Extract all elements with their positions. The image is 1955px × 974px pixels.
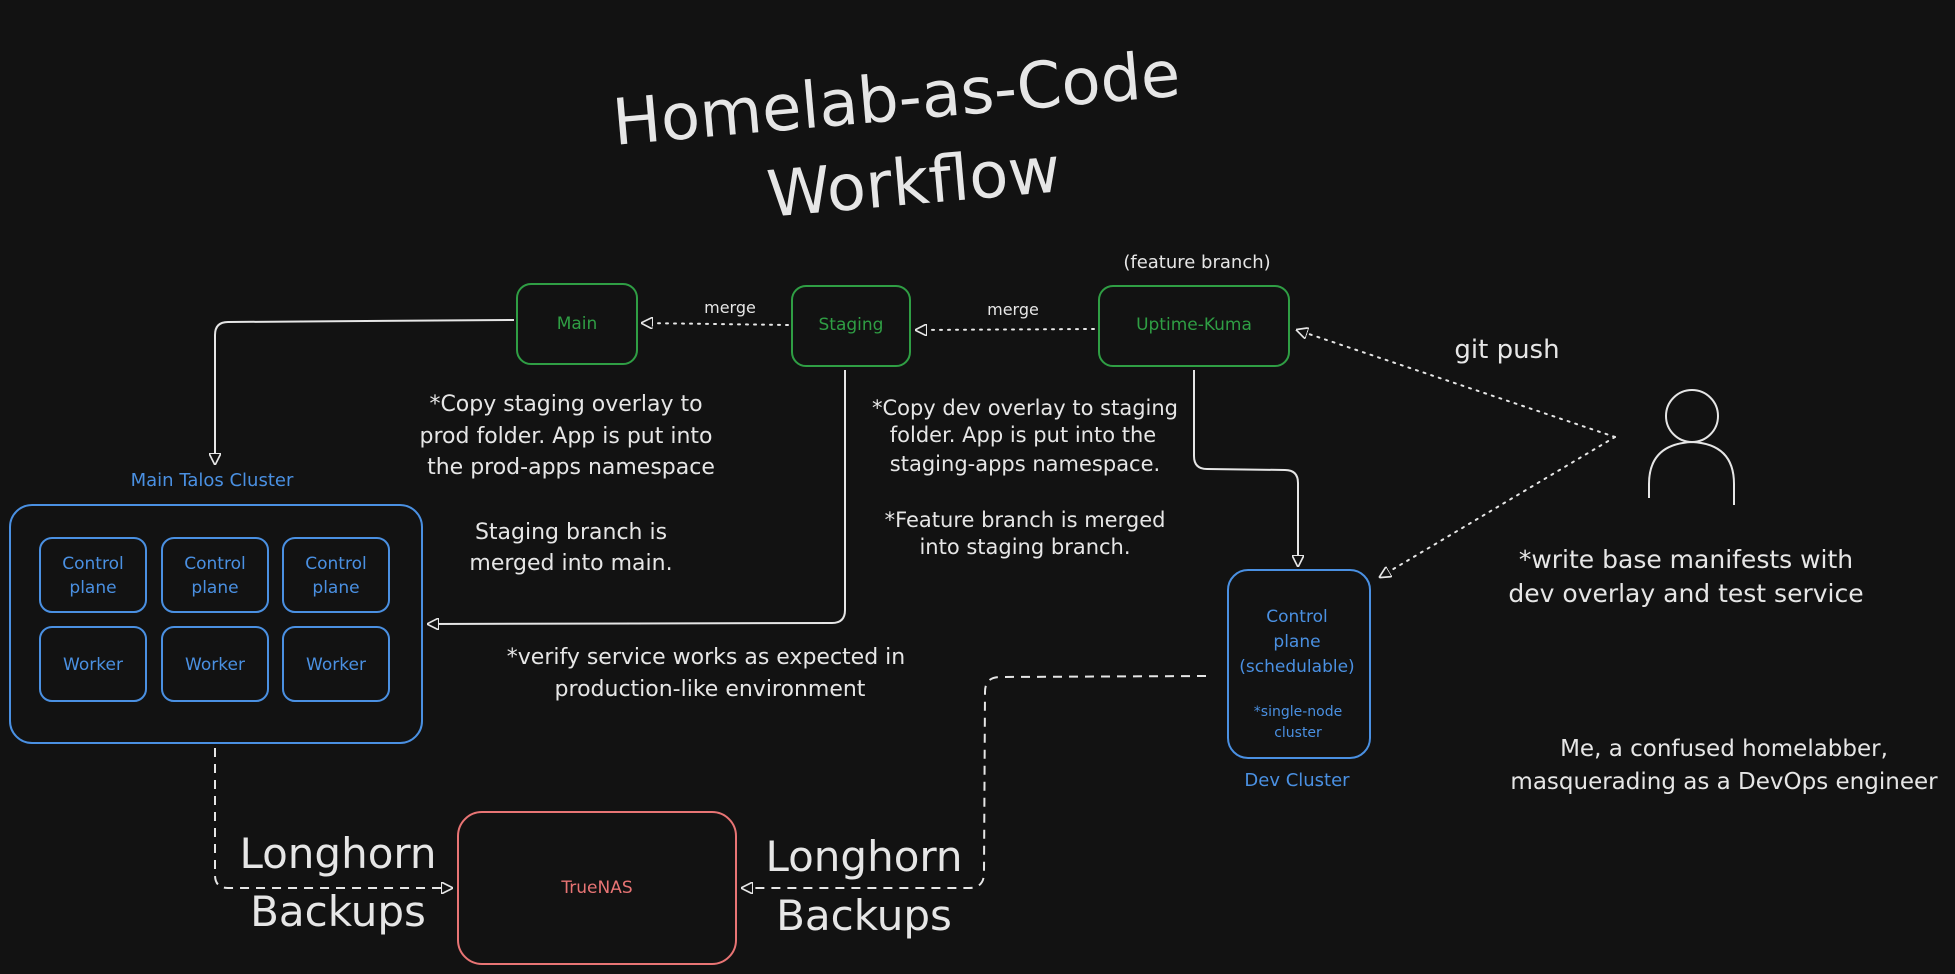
main-cluster-control-plane-1[interactable] — [39, 537, 147, 613]
backup-right-line1: Longhorn — [765, 832, 962, 881]
note-verify: *verify service works as expected in pro… — [507, 645, 905, 702]
main-cluster-worker-2[interactable] — [161, 626, 269, 702]
worker-1-label: Worker — [63, 655, 123, 675]
main-cluster-label: Main Talos Cluster — [131, 470, 294, 491]
feature-branch-note: (feature branch) — [1123, 252, 1270, 273]
worker-3-label: Worker — [306, 655, 366, 675]
note-staging-merge-line1: Staging branch is — [475, 520, 667, 545]
note-dev-copy: *Copy dev overlay to staging folder. App… — [872, 396, 1178, 476]
note-me-line2: masquerading as a DevOps engineer — [1510, 769, 1938, 795]
merge-label-feature-staging: merge — [987, 300, 1039, 319]
connector-staging-to-main-cluster — [428, 370, 846, 624]
branch-staging-label: Staging — [819, 315, 884, 335]
backup-left-line1: Longhorn — [239, 829, 436, 878]
git-push-arrow-to-feature — [1297, 330, 1616, 438]
main-cluster-worker-3[interactable] — [282, 626, 390, 702]
branch-main-box[interactable] — [516, 283, 638, 365]
branch-main-label: Main — [557, 314, 598, 334]
note-prod-copy-line1: *Copy staging overlay to — [429, 392, 702, 417]
git-push-arrow-to-dev — [1380, 436, 1616, 577]
branch-feature-label: Uptime-Kuma — [1136, 315, 1252, 335]
connector-main-to-main-cluster — [215, 319, 515, 464]
dev-node-line2: plane — [1273, 632, 1320, 652]
note-prod-copy-line2: prod folder. App is put into — [420, 424, 713, 449]
control-plane-3-line1: Control — [305, 554, 366, 574]
control-plane-2-line1: Control — [184, 554, 245, 574]
merge-arrow-staging-to-main — [642, 323, 789, 325]
note-feature-merge: *Feature branch is merged into staging b… — [885, 508, 1166, 559]
control-plane-1-line1: Control — [62, 554, 123, 574]
dev-cluster-note-line2: cluster — [1274, 725, 1322, 741]
dev-cluster-note-line1: *single-node — [1254, 704, 1342, 720]
branch-feature-box[interactable] — [1098, 285, 1290, 367]
title-line-1: Homelab-as-Code — [610, 37, 1184, 160]
note-prod-copy: *Copy staging overlay to prod folder. Ap… — [420, 392, 715, 480]
diagram-title: Homelab-as-Code Workflow — [610, 37, 1184, 232]
connector-main-cluster-backup — [214, 748, 452, 888]
note-feature-merge-line1: *Feature branch is merged — [885, 508, 1166, 532]
merge-arrow-feature-to-staging — [916, 329, 1095, 330]
note-prod-copy-line3: the prod-apps namespace — [427, 455, 715, 480]
backup-right-line2: Backups — [776, 891, 952, 940]
note-me: Me, a confused homelabber, masquerading … — [1510, 736, 1938, 795]
note-verify-line2: production-like environment — [555, 677, 866, 702]
note-dev-copy-line1: *Copy dev overlay to staging — [872, 396, 1178, 420]
note-write-manifests-line1: *write base manifests with — [1519, 545, 1853, 574]
connector-dev-cluster-backup — [742, 675, 1207, 888]
title-line-2: Workflow — [764, 133, 1063, 232]
note-verify-line1: *verify service works as expected in — [507, 645, 905, 670]
truenas-label: TrueNAS — [560, 878, 632, 898]
main-cluster-worker-1[interactable] — [39, 626, 147, 702]
control-plane-2-line2: plane — [191, 578, 238, 598]
worker-2-label: Worker — [185, 655, 245, 675]
dev-node-line3: (schedulable) — [1239, 657, 1354, 677]
control-plane-1-line2: plane — [69, 578, 116, 598]
branch-staging-box[interactable] — [791, 285, 911, 367]
note-staging-merge: Staging branch is merged into main. — [469, 520, 672, 576]
main-cluster-control-plane-3[interactable] — [282, 537, 390, 613]
dev-cluster-label: Dev Cluster — [1244, 770, 1350, 791]
note-write-manifests-line2: dev overlay and test service — [1508, 579, 1863, 608]
dev-node-line1: Control — [1266, 607, 1327, 627]
note-write-manifests: *write base manifests with dev overlay a… — [1508, 545, 1863, 608]
control-plane-3-line2: plane — [312, 578, 359, 598]
note-dev-copy-line3: staging-apps namespace. — [890, 452, 1160, 476]
main-cluster-box[interactable] — [9, 504, 423, 744]
note-dev-copy-line2: folder. App is put into the — [890, 423, 1156, 447]
note-me-line1: Me, a confused homelabber, — [1560, 736, 1888, 762]
connector-feature-to-dev-cluster — [1193, 370, 1298, 566]
note-feature-merge-line2: into staging branch. — [919, 535, 1130, 559]
git-push-label: git push — [1454, 335, 1559, 365]
dev-cluster-box[interactable] — [1227, 569, 1371, 759]
merge-label-staging-main: merge — [704, 298, 756, 317]
truenas-box[interactable] — [457, 811, 737, 965]
main-cluster-control-plane-2[interactable] — [161, 537, 269, 613]
backup-left-line2: Backups — [250, 887, 426, 936]
person-icon — [1648, 389, 1735, 505]
note-staging-merge-line2: merged into main. — [469, 551, 672, 576]
